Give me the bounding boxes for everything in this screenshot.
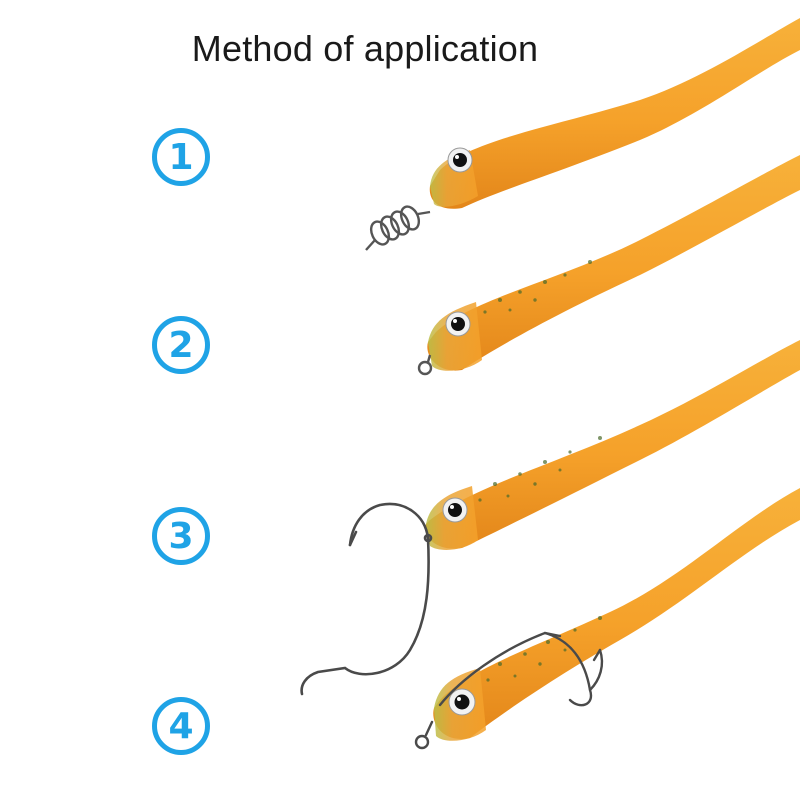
lure-4 [433,488,800,741]
lure-1 [429,18,800,209]
rigged-hook-icon [414,631,604,750]
offset-hook-icon [300,502,433,696]
step-3-number: 3 [168,515,194,557]
treble-ring-icon [417,354,433,376]
lure-2 [417,155,800,376]
step-1-badge: 1 [152,128,210,186]
step-3-badge: 3 [152,507,210,565]
step-2-number: 2 [168,324,194,366]
step-2-badge: 2 [152,316,210,374]
lure-3 [425,340,800,550]
step-1-number: 1 [168,136,194,178]
step-4-badge: 4 [152,697,210,755]
step-4-number: 4 [168,705,194,747]
page-title: Method of application [191,28,539,69]
corkscrew-spring-icon [365,205,431,251]
